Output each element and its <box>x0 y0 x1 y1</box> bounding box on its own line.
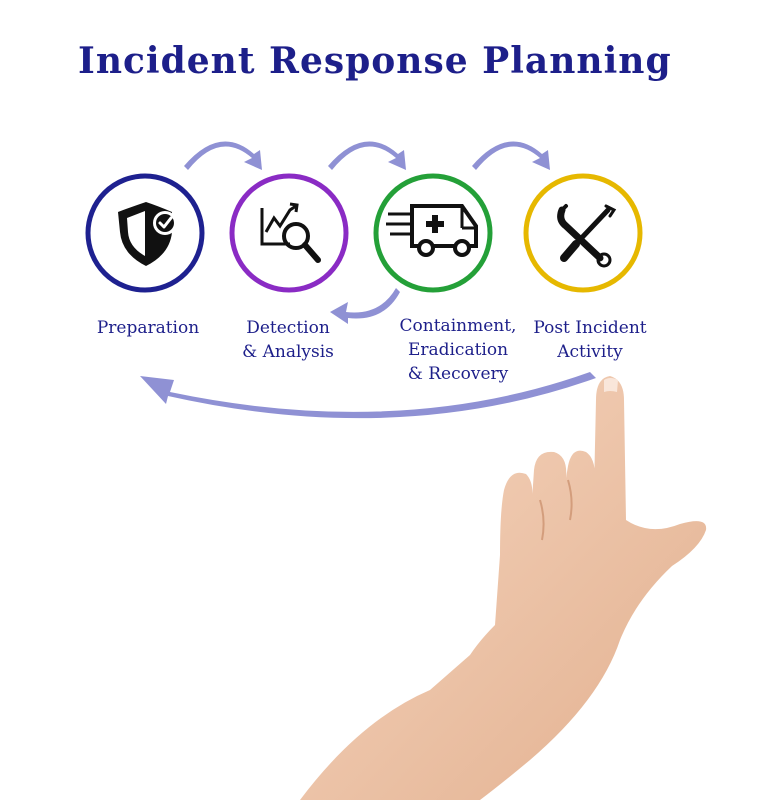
flow-arrows <box>140 141 596 419</box>
arrow-prep-to-detection <box>184 141 262 170</box>
shield-check-icon <box>118 202 177 266</box>
chart-magnifier-icon <box>260 202 321 263</box>
arrow-detection-to-containment <box>328 141 406 170</box>
step-label-preparation: Preparation <box>88 316 208 340</box>
step-label-line: & Recovery <box>407 364 509 384</box>
hand-image <box>300 376 707 800</box>
step-label-line: Eradication <box>407 340 509 360</box>
step-label-line: Activity <box>557 342 623 362</box>
step-label-line: Detection <box>246 318 330 338</box>
arrow-containment-back-to-detection <box>330 288 400 324</box>
step-label-line: Post Incident <box>533 318 647 338</box>
arrow-post-back-to-preparation <box>140 372 596 419</box>
step-label-post-incident: Post Incident Activity <box>525 316 655 364</box>
step-label-line: Preparation <box>96 318 200 338</box>
ambulance-icon <box>386 204 478 257</box>
step-circle-detection <box>229 173 349 293</box>
step-label-line: & Analysis <box>242 342 334 362</box>
step-label-containment: Containment, Eradication & Recovery <box>388 314 528 386</box>
page-title: Incident Response Planning <box>78 40 672 82</box>
step-label-line: Containment, <box>399 316 517 336</box>
step-label-detection: Detection & Analysis <box>228 316 348 364</box>
arrow-containment-to-post <box>472 141 550 170</box>
wrench-screwdriver-icon <box>557 204 617 268</box>
